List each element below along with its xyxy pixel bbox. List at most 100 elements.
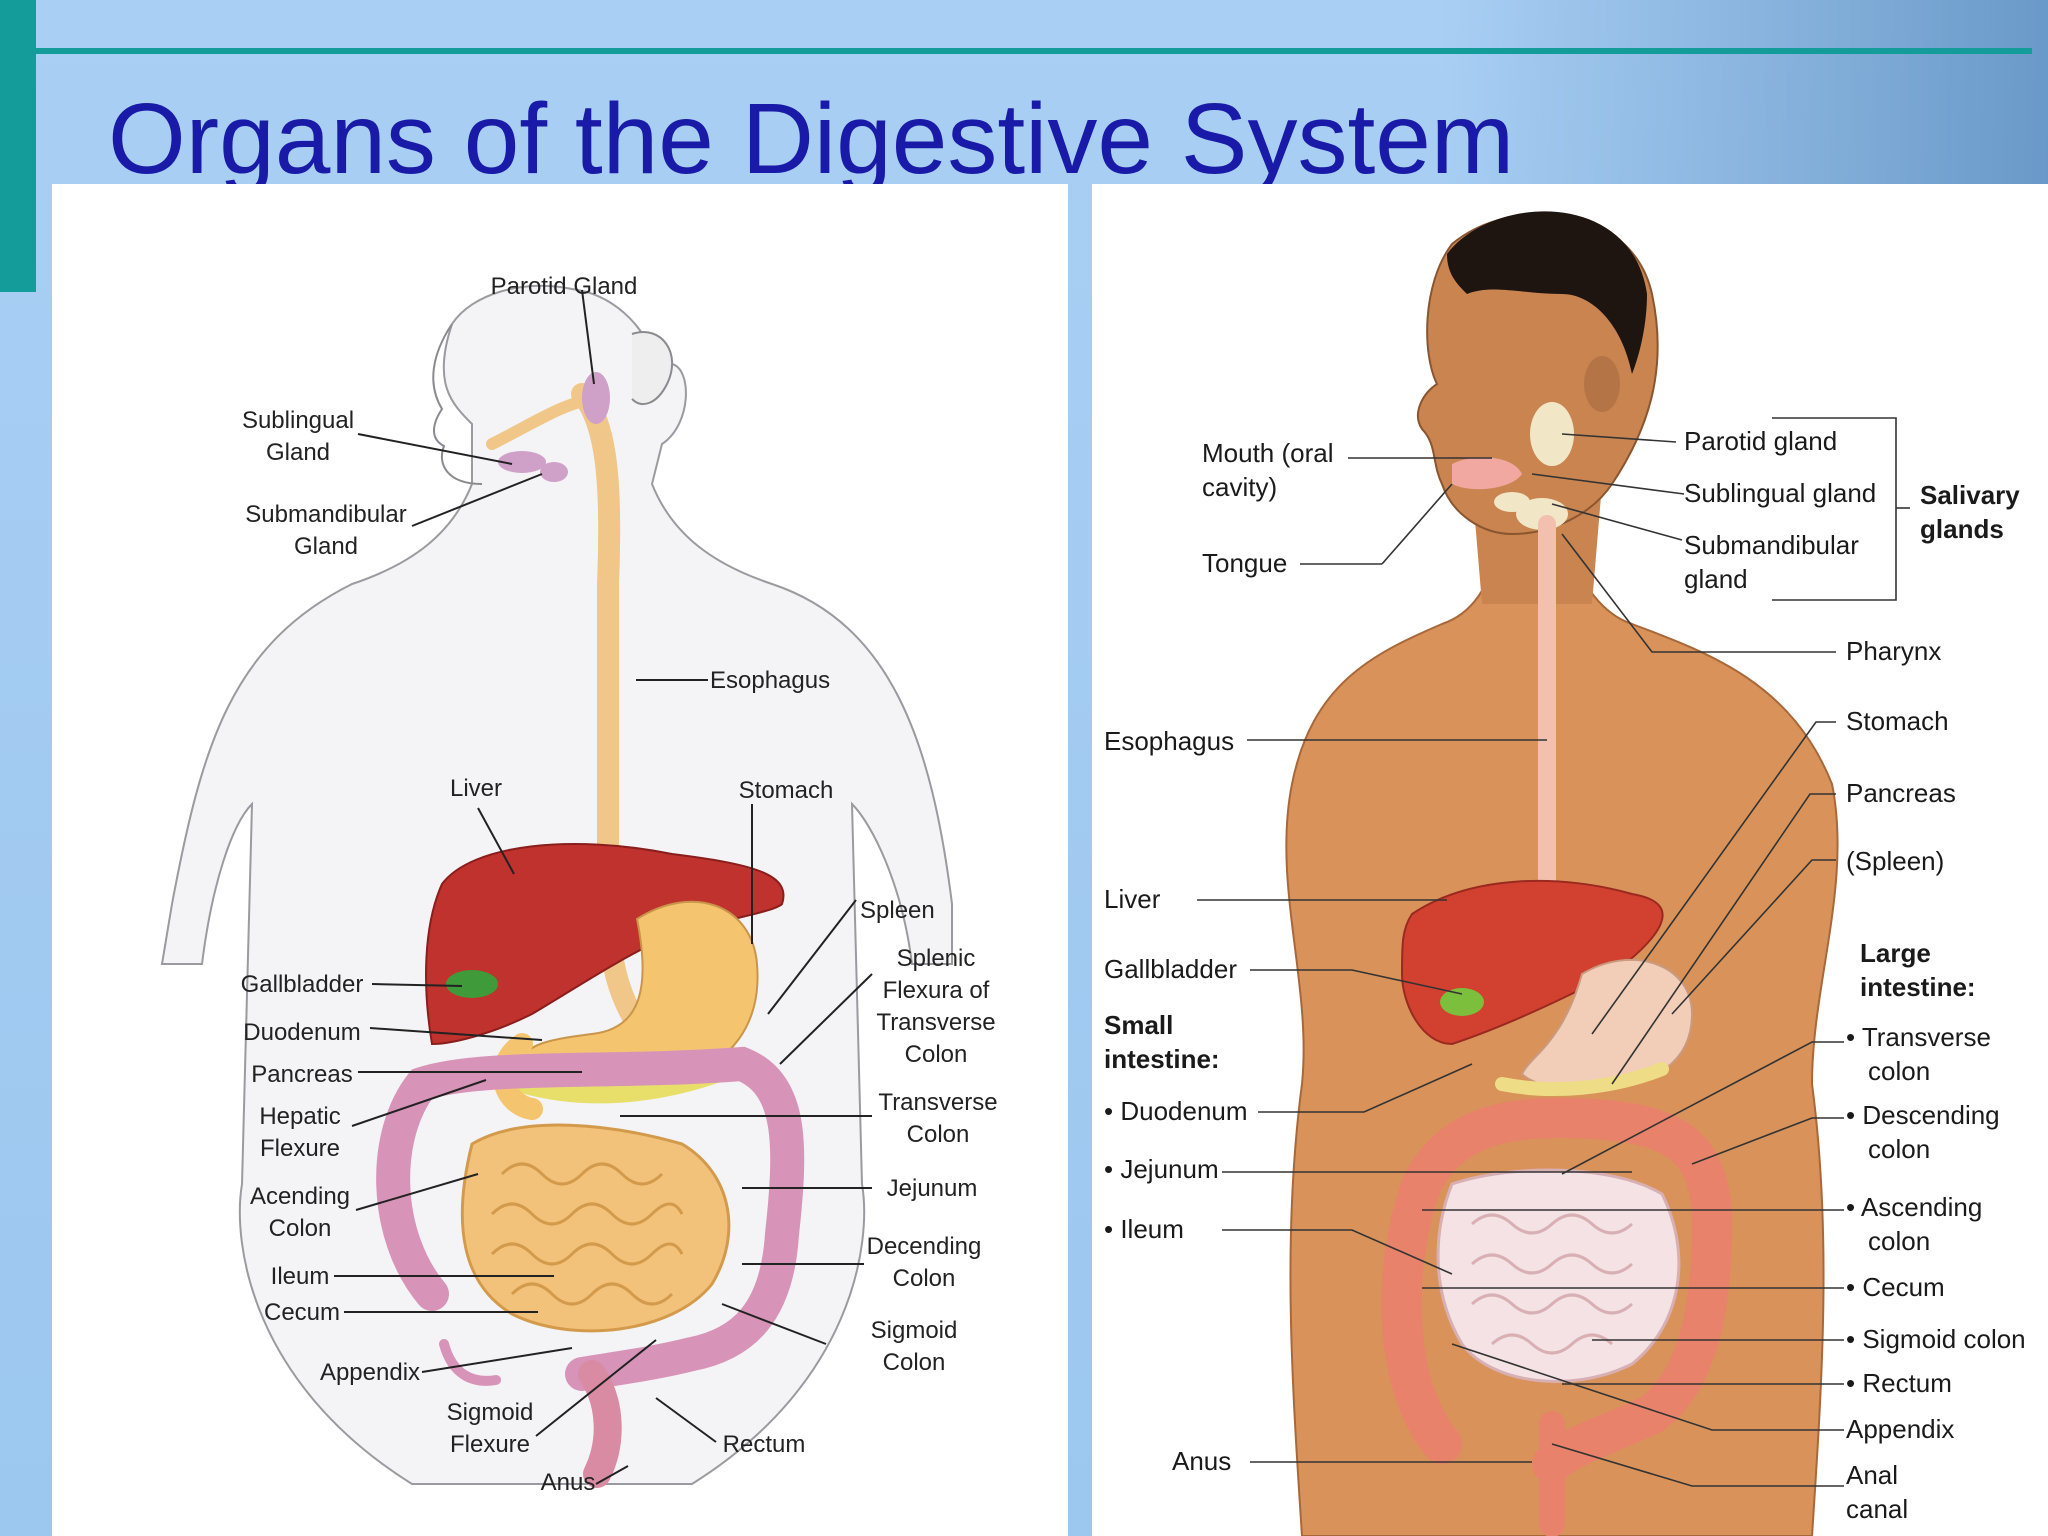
- small-intestine-coils: [490, 1162, 684, 1306]
- label-jejunum: • Jejunum: [1104, 1154, 1219, 1184]
- rectum-shape: [578, 1360, 622, 1488]
- decorative-header-image: [1440, 0, 2048, 190]
- label-transverse-1: Transverse: [878, 1089, 997, 1116]
- gallbladder-right-shape: [1440, 988, 1484, 1016]
- label-splenic-2: Flexura of: [883, 977, 990, 1004]
- label-sublingual-2: Gland: [266, 439, 330, 466]
- label-anus: Anus: [541, 1469, 596, 1496]
- label-rectum: • Rectum: [1846, 1368, 1952, 1398]
- label-decending-1: Decending: [867, 1233, 982, 1260]
- label-submandibular-1: Submandibular: [1684, 530, 1859, 560]
- left-leader-lines: [334, 289, 873, 1485]
- label-small-1: Small: [1104, 1010, 1173, 1040]
- large-intestine-shape: [376, 1046, 805, 1391]
- label-ascending-1: • Ascending: [1846, 1192, 1982, 1222]
- label-cecum: Cecum: [264, 1299, 340, 1326]
- label-sigmoid-flexure-2: Flexure: [450, 1431, 530, 1458]
- label-pancreas: Pancreas: [251, 1061, 352, 1088]
- label-submandibular-2: gland: [1684, 564, 1748, 594]
- accent-bar: [0, 0, 36, 292]
- right-labels: Mouth (oral cavity) Tongue Parotid gland…: [1104, 426, 2026, 1524]
- label-hepatic-2: Flexure: [260, 1135, 340, 1162]
- label-large-2: intestine:: [1860, 972, 1976, 1002]
- label-submandibular-1: Submandibular: [245, 501, 406, 528]
- label-splenic-3: Transverse: [876, 1009, 995, 1036]
- label-ileum: Ileum: [271, 1263, 330, 1290]
- mouth-cavity-shape: [1452, 457, 1522, 490]
- face-profile: [432, 323, 483, 485]
- label-small-2: intestine:: [1104, 1044, 1220, 1074]
- label-ileum: • Ileum: [1104, 1214, 1184, 1244]
- label-parotid-gland: Parotid Gland: [491, 273, 638, 300]
- label-pharynx: Pharynx: [1846, 636, 1941, 666]
- label-acending-2: Colon: [269, 1215, 332, 1242]
- large-intestine-right-shape: [1381, 1097, 1733, 1484]
- label-rectum: Rectum: [723, 1431, 806, 1458]
- label-sublingual-1: Sublingual: [242, 407, 354, 434]
- label-liver: Liver: [450, 775, 502, 802]
- label-gallbladder: Gallbladder: [241, 971, 364, 998]
- label-hepatic-1: Hepatic: [259, 1103, 340, 1130]
- label-duodenum: Duodenum: [243, 1019, 360, 1046]
- right-leader-lines: [1197, 417, 1910, 1487]
- accent-line: [36, 48, 2032, 54]
- label-transverse-2: Colon: [907, 1121, 970, 1148]
- label-spleen: Spleen: [860, 897, 935, 924]
- label-large-1: Large: [1860, 938, 1931, 968]
- ear-shape: [1584, 356, 1620, 412]
- label-acending-1: Acending: [250, 1183, 350, 1210]
- label-parotid-gland: Parotid gland: [1684, 426, 1837, 456]
- slide-title: Organs of the Digestive System: [108, 83, 1515, 195]
- label-decending-2: Colon: [893, 1265, 956, 1292]
- label-submandibular-2: Gland: [294, 533, 358, 560]
- label-descending-1: • Descending: [1846, 1100, 2000, 1130]
- label-stomach: Stomach: [1846, 706, 1949, 736]
- label-spleen: (Spleen): [1846, 846, 1944, 876]
- label-mouth-1: Mouth (oral: [1202, 438, 1334, 468]
- parotid-gland-right-shape: [1530, 402, 1574, 466]
- label-sigmoid-colon-1: Sigmoid: [871, 1317, 958, 1344]
- label-esophagus: Esophagus: [1104, 726, 1234, 756]
- label-transverse-1: • Transverse: [1846, 1022, 1991, 1052]
- pancreas-right-shape: [1495, 1062, 1669, 1096]
- gallbladder-shape: [446, 970, 498, 998]
- right-diagram: Mouth (oral cavity) Tongue Parotid gland…: [1104, 211, 2026, 1536]
- small-intestine-right-coils: [1470, 1213, 1634, 1355]
- label-ascending-2: colon: [1868, 1226, 1930, 1256]
- label-sigmoid-colon: • Sigmoid colon: [1846, 1324, 2026, 1354]
- label-appendix: Appendix: [320, 1359, 420, 1386]
- left-labels: Parotid Gland Sublingual Gland Submandib…: [241, 273, 998, 1496]
- sublingual-gland-shape: [498, 451, 546, 473]
- left-diagram-panel: Parotid Gland Sublingual Gland Submandib…: [52, 184, 1068, 1536]
- label-sigmoid-flexure-1: Sigmoid: [447, 1399, 534, 1426]
- small-intestine-right-shape: [1436, 1168, 1681, 1383]
- label-sublingual-gland: Sublingual gland: [1684, 478, 1876, 508]
- label-stomach: Stomach: [739, 777, 834, 804]
- label-tongue: Tongue: [1202, 548, 1287, 578]
- label-transverse-2: colon: [1868, 1056, 1930, 1086]
- label-descending-2: colon: [1868, 1134, 1930, 1164]
- label-gallbladder: Gallbladder: [1104, 954, 1237, 984]
- label-anal-1: Anal: [1846, 1460, 1898, 1490]
- label-mouth-2: cavity): [1202, 472, 1277, 502]
- label-esophagus: Esophagus: [710, 667, 830, 694]
- label-salivary-1: Salivary: [1920, 480, 2020, 510]
- label-liver: Liver: [1104, 884, 1161, 914]
- appendix-shape: [439, 1339, 501, 1386]
- label-sigmoid-colon-2: Colon: [883, 1349, 946, 1376]
- label-anus: Anus: [1172, 1446, 1231, 1476]
- parotid-gland-shape: [582, 372, 610, 424]
- label-appendix: Appendix: [1846, 1414, 1954, 1444]
- left-diagram: Parotid Gland Sublingual Gland Submandib…: [160, 273, 998, 1496]
- label-jejunum: Jejunum: [887, 1175, 978, 1202]
- label-anal-2: canal: [1846, 1494, 1908, 1524]
- label-splenic-4: Colon: [905, 1041, 968, 1068]
- esophagus-tube: [571, 383, 648, 1035]
- small-intestine-shape: [460, 1123, 731, 1333]
- label-salivary-2: glands: [1920, 514, 2004, 544]
- label-splenic-1: Splenic: [897, 945, 976, 972]
- label-duodenum: • Duodenum: [1104, 1096, 1248, 1126]
- right-diagram-panel: Mouth (oral cavity) Tongue Parotid gland…: [1092, 184, 2048, 1536]
- label-cecum: • Cecum: [1846, 1272, 1945, 1302]
